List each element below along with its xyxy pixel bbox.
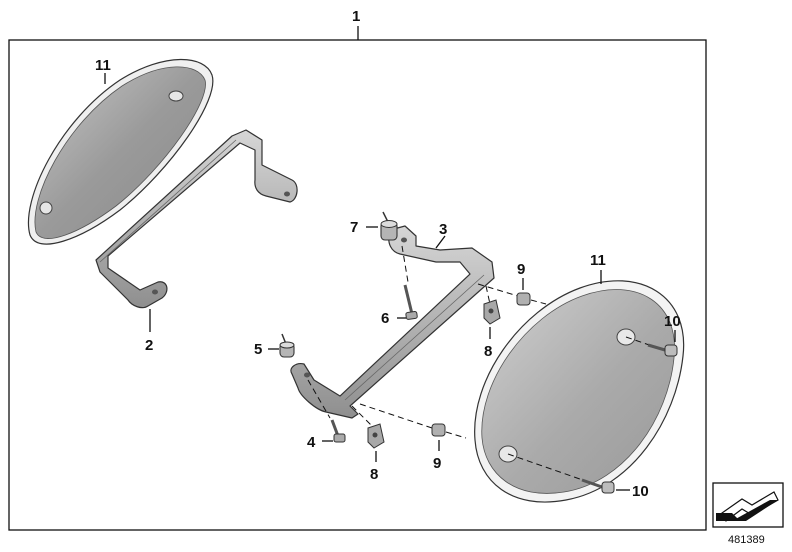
cover-left-callout: 11 xyxy=(95,57,111,74)
cover-right xyxy=(474,280,685,503)
drawing-number: 481389 xyxy=(728,534,765,546)
spacer-upper-callout: 9 xyxy=(517,261,525,278)
cover-right-callout: 11 xyxy=(590,252,606,269)
nut-lower-callout: 8 xyxy=(370,466,378,483)
nut-upper-callout: 8 xyxy=(484,343,492,360)
cover-left-hole-lower xyxy=(39,201,53,215)
screw-upper-callout: 6 xyxy=(381,310,389,327)
spacer-lower-callout: 9 xyxy=(433,455,441,472)
cap-upper-callout: 7 xyxy=(350,219,358,236)
bracket-right-callout: 3 xyxy=(439,221,447,238)
bracket-left xyxy=(95,129,298,309)
spacer-lower xyxy=(359,403,467,439)
bolt-upper-callout: 10 xyxy=(664,313,681,330)
bolt-lower xyxy=(507,453,615,494)
nut-lower xyxy=(351,405,385,449)
cap-lower-callout: 5 xyxy=(254,341,262,358)
assembly-callout: 1 xyxy=(352,8,360,25)
nut-upper xyxy=(483,285,501,325)
arrow-icon xyxy=(712,482,784,528)
cover-left-hole-upper xyxy=(168,90,184,102)
screw-upper xyxy=(401,245,418,320)
bracket-right-leader xyxy=(435,235,446,249)
spacer-upper xyxy=(477,283,547,306)
bracket-right xyxy=(290,225,495,419)
cap-lower xyxy=(279,333,295,358)
cap-upper xyxy=(380,211,398,241)
bolt-lower-callout: 10 xyxy=(632,483,649,500)
screw-lower xyxy=(307,379,346,443)
cover-left xyxy=(27,58,214,245)
screw-lower-callout: 4 xyxy=(307,434,316,451)
bracket-left-callout: 2 xyxy=(145,337,153,354)
bolt-upper xyxy=(625,336,678,357)
